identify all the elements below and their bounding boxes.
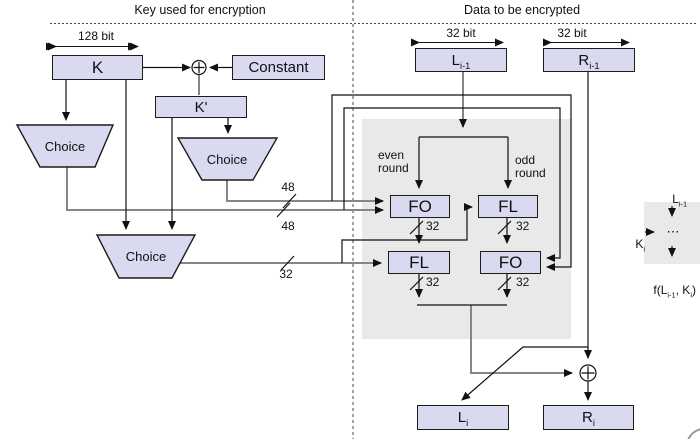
bus48-lower-label: 48: [281, 219, 295, 233]
choice-2-label: Choice: [206, 152, 248, 167]
mini-f-output-label: f(Li-1, Ki): [653, 283, 696, 300]
mini-key-label: Ki: [635, 237, 646, 254]
choice-1-label: Choice: [44, 139, 86, 154]
k-prime-box: K': [155, 96, 247, 118]
k-box: K: [52, 55, 143, 80]
width-arrows: [46, 38, 630, 51]
bus32-label: 32: [279, 267, 293, 281]
left-section-title: Key used for encryption: [134, 3, 266, 17]
key-width-label: 128 bit: [77, 29, 115, 43]
mini-l-prev-label: Li-1: [672, 192, 688, 209]
choice-3-label: Choice: [125, 249, 167, 264]
choice-1-shape: [15, 124, 115, 168]
right-section-title: Data to be encrypted: [463, 3, 581, 17]
corner-arc: [687, 428, 700, 439]
choice-3-shape: [95, 234, 197, 279]
fl-bottom-box: FL: [388, 251, 450, 274]
w32-label-2: 32: [516, 219, 530, 233]
r-prev-box: Ri-1: [543, 48, 635, 72]
section-dividers: [50, 0, 698, 439]
fo-bottom-box: FO: [480, 251, 541, 274]
w32-label-3: 32: [426, 275, 440, 289]
connector-lines: [62, 63, 676, 401]
xor-icon: [191, 59, 597, 382]
mini-dots: ⋯: [666, 224, 680, 239]
l-prev-box: Li-1: [415, 48, 507, 72]
fl-top-box: FL: [478, 195, 538, 218]
r-out-box: Ri: [543, 405, 634, 430]
bus-lines: [66, 72, 573, 377]
bus-width-slashes: [276, 193, 512, 291]
l-out-box: Li: [417, 405, 509, 430]
word-width-label-left: 32 bit: [446, 26, 476, 40]
w32-label-1: 32: [426, 219, 440, 233]
w32-label-4: 32: [516, 275, 530, 289]
choice-2-shape: [176, 137, 279, 181]
word-width-label-right: 32 bit: [557, 26, 587, 40]
constant-box: Constant: [232, 55, 325, 80]
bus48-upper-label: 48: [281, 180, 295, 194]
fo-top-box: FO: [390, 195, 450, 218]
choice-trapezoids: [15, 124, 279, 279]
